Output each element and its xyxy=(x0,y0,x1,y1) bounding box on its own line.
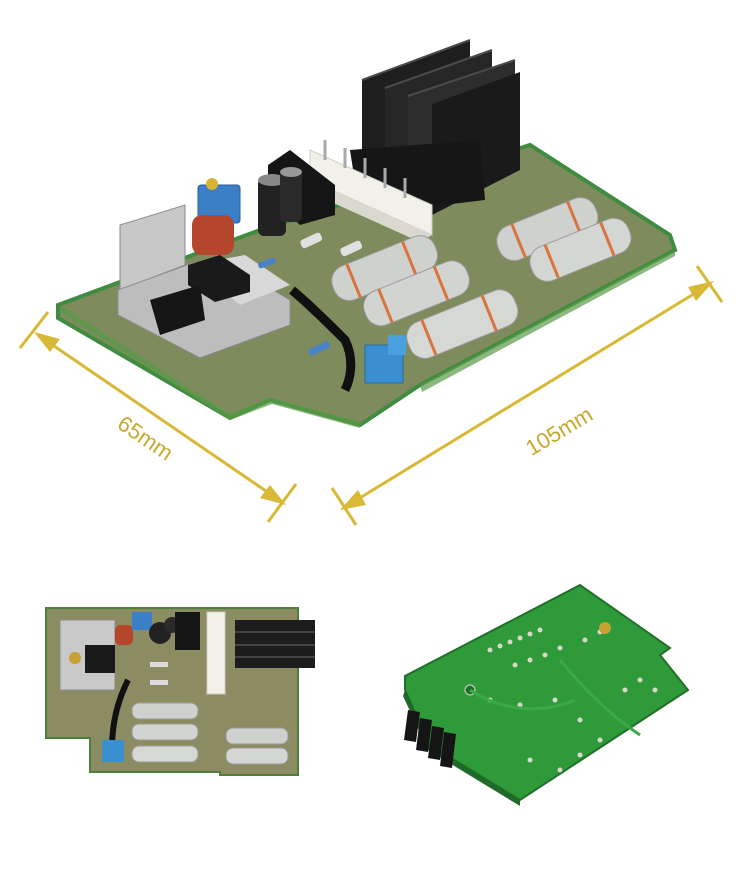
mounting-screw xyxy=(599,622,611,634)
heatsink xyxy=(350,39,520,215)
power-resistor xyxy=(131,723,199,741)
dimension-lines xyxy=(18,265,724,526)
film-capacitor-red xyxy=(115,625,133,645)
width-dimension-line xyxy=(344,282,711,509)
power-resistor xyxy=(529,217,632,282)
power-resistor xyxy=(131,745,199,763)
power-resistor xyxy=(406,289,519,359)
width-dimension-label: 105mm xyxy=(521,402,597,461)
main-pcb-board xyxy=(56,39,678,428)
bridge-rectifier xyxy=(175,612,200,650)
diode xyxy=(150,662,168,667)
pcb-underside xyxy=(404,583,690,802)
small-resistor xyxy=(258,257,276,269)
height-dimension-label: 65mm xyxy=(113,411,178,466)
power-resistor xyxy=(131,702,199,720)
trimmer-potentiometer xyxy=(132,612,152,630)
electrolytic-capacitor xyxy=(258,167,302,236)
diode xyxy=(150,680,168,685)
height-dimension-line xyxy=(37,333,283,504)
metal-bracket xyxy=(117,204,291,359)
top-view-thumbnail xyxy=(45,607,315,776)
voltage-regulator-chip xyxy=(188,255,250,302)
heatsink xyxy=(235,620,315,668)
solder-pads xyxy=(467,627,658,773)
diode xyxy=(300,232,323,249)
power-resistor xyxy=(225,727,289,745)
blue-relay-capacitor xyxy=(102,740,124,762)
power-resistor xyxy=(331,235,439,302)
film-capacitor-red xyxy=(192,215,234,255)
power-resistor xyxy=(225,747,289,765)
black-wire xyxy=(289,286,356,393)
pin-header-connector xyxy=(206,611,226,695)
power-resistor xyxy=(363,260,470,327)
small-resistor xyxy=(308,341,331,356)
heatsink xyxy=(404,710,456,768)
bottom-view-thumbnail xyxy=(403,583,690,806)
diode xyxy=(340,240,363,257)
blue-relay-capacitor xyxy=(388,335,406,355)
